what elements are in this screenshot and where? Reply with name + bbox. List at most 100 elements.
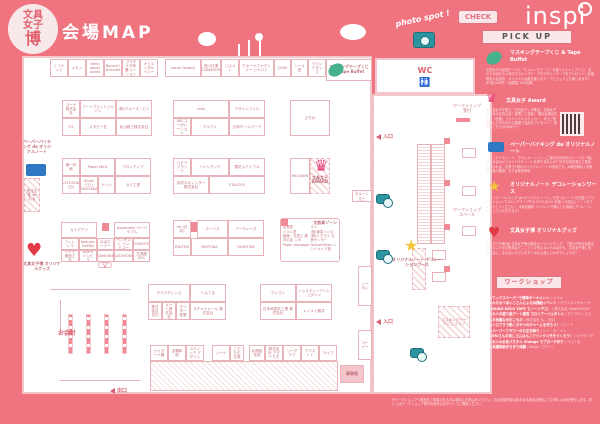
booth[interactable]: こどもの文具 — [230, 345, 244, 361]
booth[interactable]: スティック デザイン — [186, 345, 204, 361]
booth[interactable]: クレマン — [260, 284, 296, 302]
qr-code[interactable] — [560, 112, 584, 136]
booth[interactable]: Bon's ソンビク — [79, 250, 97, 262]
booth[interactable]: A.FLOGINC (日) — [62, 176, 80, 194]
booth[interactable]: シール堂 — [291, 59, 308, 77]
booth[interactable]: 株式会社 日口 — [148, 302, 162, 320]
booth[interactable]: 文具屋ZEC — [133, 250, 150, 262]
booth[interactable]: clab — [173, 100, 229, 118]
booth[interactable]: ぷちか — [290, 100, 330, 136]
booth[interactable]: DGM — [274, 59, 291, 77]
booth[interactable]: レイメイ藤井 — [296, 302, 332, 320]
booth[interactable]: SUSONOKO — [114, 250, 133, 262]
booth[interactable]: 株式会社 アピーモホ — [265, 345, 283, 361]
booth[interactable]: SBCコーポレーション — [173, 118, 191, 136]
booth[interactable]: タイルエネルーション NEO — [352, 190, 372, 202]
workshop-item[interactable]: ● お祝儀な水引こもの / 株式会社 久... 田口 — [488, 317, 556, 322]
zone-shop[interactable]: Paper message — [283, 243, 309, 248]
booth[interactable]: トコナッツ — [50, 59, 68, 77]
booth[interactable]: トゥスディーアンシュタイン — [296, 284, 332, 302]
workshop-item[interactable]: ● 大人の塗り絵アート雑貨 コロリアージュボトル / サクラクレパス — [488, 312, 591, 317]
decoration-area[interactable] — [412, 248, 426, 290]
booth[interactable]: リスペン — [221, 59, 239, 77]
booth[interactable]: MISTOKA — [191, 238, 228, 256]
booth[interactable]: のぼらードー — [97, 238, 114, 250]
zone-shop[interactable]: 店長窓 — [283, 224, 294, 229]
booth[interactable]: ラランドタップ — [308, 59, 326, 77]
booth[interactable]: カミデアツ — [61, 222, 97, 238]
booth[interactable]: STALOGY — [209, 176, 265, 194]
booth[interactable]: ハイングック — [191, 158, 229, 176]
booth[interactable]: シーボン — [358, 266, 372, 306]
booth[interactable]: アーティーズ — [228, 220, 264, 238]
booth[interactable]: BULTEN — [173, 238, 191, 256]
booth[interactable]: フロンティア — [115, 158, 151, 176]
booth[interactable]: MOLSKIN — [290, 158, 310, 194]
workshop-item[interactable]: ● 美濃和紙手ちぎり体験 / Beige（ブルー） — [488, 344, 557, 349]
camera-icon[interactable] — [410, 348, 427, 362]
booth[interactable]: 羽衣ネオノンダー 株式会社 — [173, 176, 209, 194]
booth[interactable]: 北越紙化成 — [249, 345, 265, 361]
workshop-item[interactable]: ● イロプラで動くおやつのチャームを作ろう！ / シード — [488, 323, 574, 328]
booth[interactable]: メモノ — [68, 59, 86, 77]
booth[interactable]: Hello paper works — [86, 59, 104, 77]
award-booth[interactable]: 文具女子 AWARD — [310, 158, 330, 194]
booth[interactable]: T.S — [62, 118, 80, 136]
booth[interactable]: アートプリントジャパン — [80, 100, 116, 118]
booth[interactable]: フィレンコ — [61, 238, 79, 250]
booth[interactable]: シード — [212, 345, 230, 361]
booth[interactable]: nanar factory — [165, 59, 201, 77]
workshop-item[interactable]: ● ワックスペーパーで簡単オーナメント / ツバキ — [488, 296, 563, 300]
booth[interactable]: へんてる — [190, 284, 226, 302]
zone-shop[interactable]: 都案・文具と 雑貨の店 ッタ — [283, 234, 308, 243]
booth[interactable]: モーター 宮業 — [176, 302, 190, 320]
booth[interactable]: ミドリ 美術工芸 — [61, 250, 79, 262]
zone-shop[interactable]: メト — [310, 224, 318, 229]
booth[interactable]: ハピアプラッツ — [173, 158, 191, 176]
reception-desk[interactable] — [456, 118, 470, 122]
booth[interactable]: カミ工堂 — [115, 176, 151, 194]
booth[interactable]: 出雲和紙 — [168, 345, 186, 361]
booth[interactable]: ペンオスト ハンドコー — [114, 238, 133, 250]
zone-shop[interactable]: (株)東急ハンズ — [310, 229, 334, 234]
booth[interactable]: 西川日清 CAMAOER — [201, 59, 221, 77]
booth[interactable]: 工作室 — [98, 262, 112, 268]
booth[interactable]: CONOTE — [133, 238, 150, 250]
camera-icon[interactable] — [376, 250, 393, 264]
booth[interactable]: Bonne!! &Grenfe — [104, 59, 122, 77]
booth[interactable]: mt (日印) — [173, 220, 191, 238]
booth[interactable]: アベストト — [301, 345, 319, 361]
booth[interactable]: コーナー — [358, 330, 372, 360]
booth[interactable]: Paper Mint — [80, 158, 115, 176]
booth[interactable]: ユーナ 株式会社 — [62, 100, 80, 118]
booth[interactable]: デザインフィル — [229, 100, 265, 118]
booth[interactable]: 北川紙工株式会社 — [116, 118, 152, 136]
booth[interactable]: マルアイ — [191, 118, 229, 136]
booth[interactable]: 日本地図共工業 株式会社 — [260, 302, 296, 320]
booth[interactable]: オリエンタルペリー — [140, 59, 158, 77]
booth[interactable]: チラクグレンス — [148, 284, 190, 302]
workshop-item[interactable]: ● わたなべあいこさんによる似顔絵イベント / マウスコンタキーペー — [488, 301, 594, 306]
booth[interactable]: HIGHTIDE — [228, 238, 264, 256]
zone-shop[interactable]: (株)トマヨト 文房センター — [310, 234, 335, 243]
booth[interactable]: paperable ペーパラブル — [114, 222, 150, 238]
booth[interactable]: ナッツ — [98, 176, 115, 194]
booth[interactable]: 第一印刷 — [62, 158, 80, 176]
booth[interactable]: スタビー社 — [80, 118, 116, 136]
booth[interactable]: Kabuda-GoPlay — [79, 238, 97, 250]
booth[interactable]: メート株式会社 — [162, 302, 176, 320]
booth[interactable]: プラチナ万年筆 レーション — [122, 59, 140, 77]
camera-icon[interactable] — [376, 194, 393, 208]
booth[interactable]: KAMOINE — [97, 250, 114, 262]
booth[interactable]: ホーリス — [197, 220, 228, 238]
workshop-item[interactable]: ● NUNO DECO TAPE でノートデコ！ / 株式会社 KAWAGUCH… — [488, 306, 590, 311]
booth[interactable]: 日本ホールマーク — [229, 118, 265, 136]
tape-area[interactable]: マスキングテープくじ エリア — [438, 306, 470, 338]
zone-shop[interactable]: Gensenflash ハンドメイド部 — [310, 243, 336, 252]
paper-viking-area[interactable]: 受注生産 de れる — [24, 178, 40, 212]
booth[interactable]: (株)クルーズ・ピン — [116, 100, 152, 118]
booth[interactable]: ライフ — [319, 345, 337, 361]
booth[interactable]: ジャガード織 — [150, 345, 168, 361]
workshop-item[interactable]: ● ペーパーフラワーのお正月飾り / ソニーカーペン — [488, 328, 567, 333]
booth[interactable]: 雪花ステイフル — [229, 158, 265, 176]
